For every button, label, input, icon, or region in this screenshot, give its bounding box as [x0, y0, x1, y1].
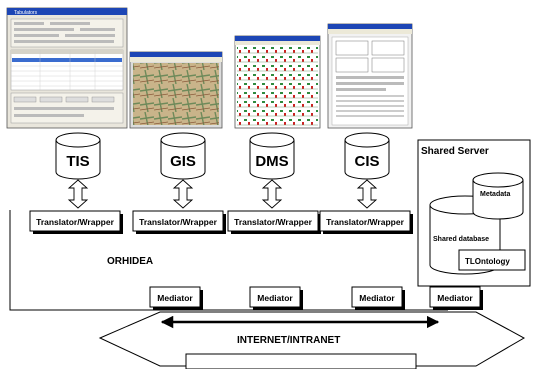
shared-server: Shared Server Metadata Shared database T… [417, 139, 531, 287]
cis-screenshot [327, 23, 413, 129]
cis-translator-wrapper: Translator/Wrapper [319, 210, 413, 234]
tlontology-label: TLOntology [465, 257, 510, 266]
dms-label: DMS [255, 153, 288, 170]
shared-server-title: Shared Server [421, 146, 489, 157]
mediator-4: Mediator [429, 286, 483, 310]
mediator-1: Mediator [149, 286, 203, 310]
mediator-3: Mediator [351, 286, 405, 310]
tis-translator-wrapper: Translator/Wrapper [29, 210, 123, 234]
tis-wrapper-label: Translator/Wrapper [36, 217, 114, 227]
dms-translator-wrapper: Translator/Wrapper [227, 210, 321, 234]
dms-double-arrow [261, 179, 283, 209]
dms-screenshot [234, 35, 321, 129]
mediator-2: Mediator [249, 286, 303, 310]
gis-wrapper-label: Translator/Wrapper [139, 217, 217, 227]
tis-database: TIS [55, 132, 101, 180]
metadata-label: Metadata [480, 191, 510, 198]
gis-label: GIS [170, 153, 196, 170]
gis-double-arrow [172, 179, 194, 209]
internet-arrow: INTERNET/INTRANET [98, 311, 526, 369]
gis-database: GIS [160, 132, 206, 180]
metadata-database [472, 172, 524, 220]
cis-double-arrow [356, 179, 378, 209]
dms-wrapper-label: Translator/Wrapper [234, 217, 312, 227]
tis-screenshot: Tabulators [6, 7, 128, 129]
tis-double-arrow [67, 179, 89, 209]
cis-database: CIS [344, 132, 390, 180]
orhidea-label: ORHIDEA [107, 256, 153, 267]
mediator-label: Mediator [437, 293, 473, 303]
network-lower-box [185, 353, 417, 369]
cis-label: CIS [354, 153, 379, 170]
dms-database: DMS [249, 132, 295, 180]
cis-wrapper-label: Translator/Wrapper [326, 217, 404, 227]
tis-window-title: Tabulators [14, 10, 38, 16]
gis-translator-wrapper: Translator/Wrapper [132, 210, 226, 234]
mediator-label: Mediator [359, 293, 395, 303]
tlontology-box [458, 249, 526, 271]
tis-label: TIS [66, 153, 89, 170]
network-label: INTERNET/INTRANET [237, 335, 340, 346]
gis-screenshot [129, 51, 223, 129]
mediator-label: Mediator [257, 293, 293, 303]
mediator-label: Mediator [157, 293, 193, 303]
shared-database-label: Shared database [433, 236, 489, 243]
